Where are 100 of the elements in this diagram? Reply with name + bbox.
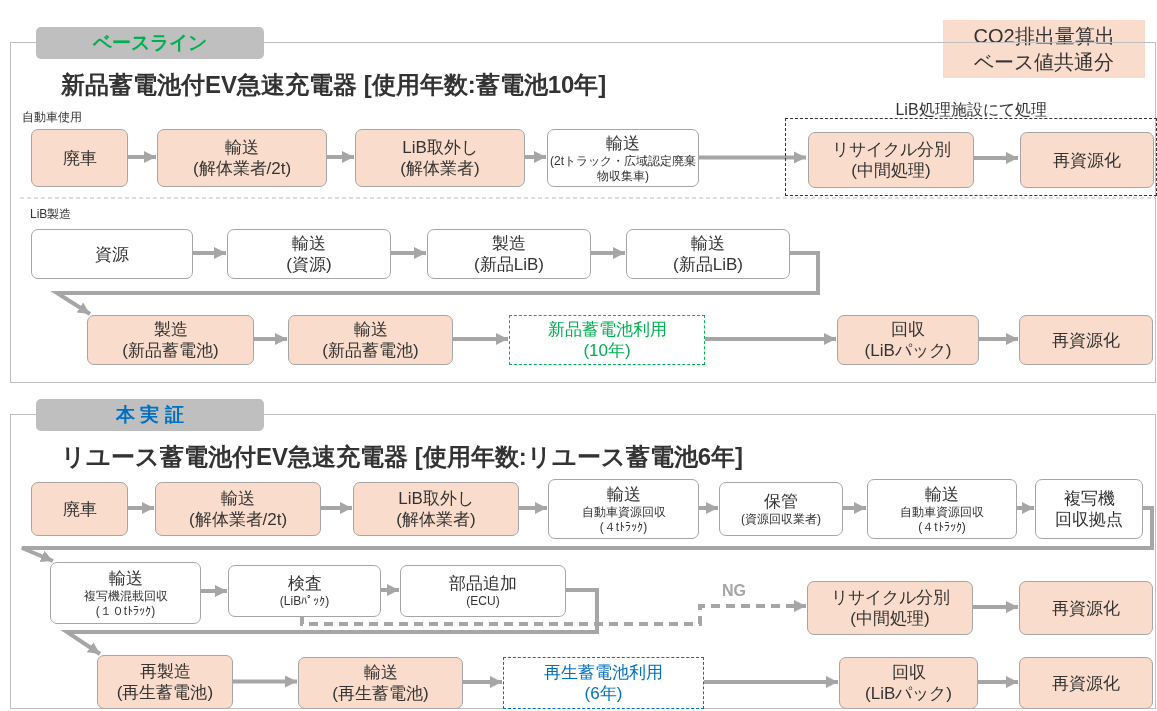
box-text: (解体業者): [396, 509, 476, 530]
process-box: [719, 482, 843, 536]
process-box: [1019, 315, 1153, 365]
process-box: [288, 315, 453, 365]
arrow: [1016, 502, 1034, 514]
box-text: (新品LiB): [673, 254, 743, 275]
process-box: [298, 657, 463, 709]
arrow: [524, 151, 546, 163]
process-box: [547, 129, 699, 187]
arrow: [518, 502, 547, 514]
process-box: [31, 229, 193, 279]
box-text: 輸送: [108, 567, 143, 589]
dashed-box: [503, 657, 704, 709]
box-text: 再資源化: [1052, 329, 1120, 351]
box-text: 輸送: [221, 488, 255, 509]
box-text: 再資源化: [1053, 149, 1121, 171]
arrow: [127, 151, 156, 163]
box-text: 回収: [891, 662, 926, 683]
box-text: 輸送: [606, 132, 640, 154]
arrow: [698, 502, 718, 514]
box-text: 回収: [891, 319, 925, 340]
box-text: (10年): [583, 340, 631, 361]
box-text: (新品蓄電池): [122, 340, 219, 361]
box-text: 輸送: [225, 137, 259, 158]
box-text: (解体業者): [400, 158, 480, 179]
process-box: [1020, 132, 1154, 188]
box-text: (資源回収業者): [741, 512, 821, 527]
box-text: (中間処理): [850, 608, 930, 629]
process-box: [355, 129, 525, 187]
process-box: [808, 132, 974, 188]
arrow: [390, 247, 426, 259]
box-text: (資源): [286, 254, 332, 275]
arrow: [977, 676, 1018, 688]
box-text: 輸送: [691, 233, 725, 254]
process-box: [1035, 479, 1143, 539]
arrow: [462, 676, 502, 688]
arrow: [590, 247, 625, 259]
box-text: (中間処理): [851, 160, 931, 181]
box-text: 廃車: [62, 498, 97, 520]
arrow: [200, 585, 227, 597]
arrow: [300, 600, 806, 626]
process-box: [227, 229, 391, 279]
box-text: 資源: [95, 243, 129, 265]
box-text: (１０tﾄﾗｯｸ): [95, 603, 156, 619]
process-box: [837, 315, 979, 365]
process-box: [353, 482, 519, 536]
section-heading: 新品蓄電池付EV急速充電器 [使用年数:蓄電池10年]: [61, 70, 607, 100]
arrow: [380, 584, 399, 596]
box-text: 廃車: [62, 147, 97, 169]
box-text: (再生蓄電池): [332, 683, 429, 704]
box-text: LiB取外し: [398, 488, 474, 509]
process-box: [228, 565, 381, 617]
process-box: [50, 562, 201, 624]
box-text: 新品蓄電池利用: [547, 319, 667, 340]
arrow: [972, 601, 1018, 613]
process-box: [427, 229, 591, 279]
process-box: [1019, 581, 1153, 635]
arrow: [326, 151, 354, 163]
section-heading: リユース蓄電池付EV急速充電器 [使用年数:リユース蓄電池6年]: [61, 442, 743, 472]
box-text: (ECU): [466, 594, 500, 609]
box-text: 自動車資源回収: [900, 504, 984, 520]
process-box: [87, 315, 254, 365]
arrow: [320, 502, 352, 514]
box-text: 輸送: [292, 233, 326, 254]
box-text: 保管: [764, 491, 798, 512]
box-text: (４tﾄﾗｯｸ): [918, 519, 966, 535]
process-box: [31, 129, 128, 187]
box-text: (再生蓄電池): [116, 682, 214, 703]
process-box: [31, 482, 128, 536]
arrow: [972, 152, 1018, 164]
note-box: [943, 20, 1145, 78]
process-box: [839, 657, 978, 709]
box-text: 複写機: [1063, 488, 1115, 509]
process-box: [155, 482, 321, 536]
box-text: 輸送: [363, 662, 398, 683]
arrow: [127, 502, 154, 514]
box-text: 輸送: [606, 483, 641, 505]
box-text: リサイクル分別: [831, 139, 951, 160]
box-text: (LiBパック): [865, 683, 952, 704]
process-box: [867, 479, 1017, 539]
box-text: (新品蓄電池): [322, 340, 419, 361]
box-text: (解体業者/2t): [188, 509, 288, 530]
arrow: [978, 333, 1018, 345]
box-text: (LiBﾊﾟｯｸ): [279, 594, 330, 609]
arrow: [50, 251, 820, 316]
box-text: 再資源化: [1052, 672, 1120, 694]
section-tab: ベースライン: [36, 27, 264, 59]
arrow: [842, 502, 866, 514]
box-text: 自動車資源回収: [581, 504, 666, 520]
box-text: 再資源化: [1052, 597, 1120, 619]
arrow: [60, 588, 599, 656]
process-box: [548, 479, 699, 539]
box-text: 製造: [153, 319, 188, 340]
dashed-box: [509, 315, 705, 365]
box-text: 回収拠点: [1055, 509, 1123, 530]
box-text: 再製造: [139, 661, 191, 682]
box-text: (新品LiB): [474, 254, 544, 275]
box-text: (6年): [584, 683, 623, 704]
box-text: リサイクル分別: [830, 587, 950, 608]
box-text: 製造: [492, 233, 526, 254]
